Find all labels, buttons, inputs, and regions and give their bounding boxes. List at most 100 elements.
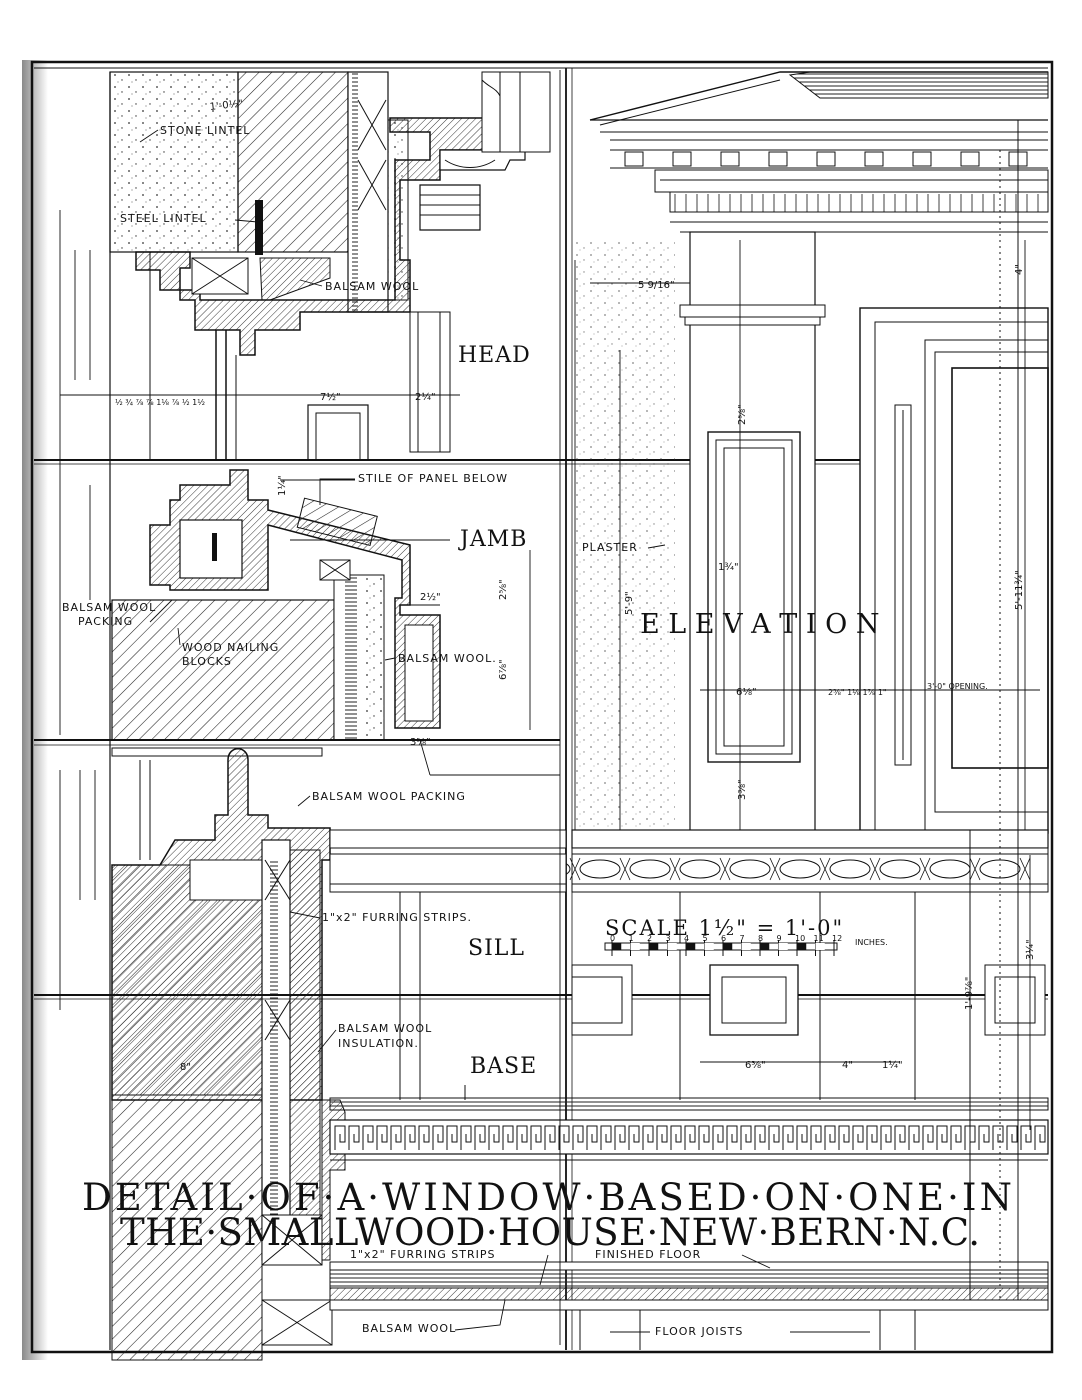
label-balsam-wool-packing-sill: BALSAM WOOL PACKING — [312, 790, 466, 803]
dim-elev-a: 5 9/16" — [638, 280, 675, 291]
annotations: 1'-0½" STONE LINTEL STEEL LINTEL BALSAM … — [62, 98, 1036, 1338]
label-balsam-wool-packing-2: PACKING — [78, 615, 133, 628]
greek-key — [796, 1125, 808, 1150]
greek-key — [586, 1125, 598, 1150]
label-opening: 3'-0" OPENING. — [927, 682, 988, 691]
oval-ornament — [679, 859, 721, 879]
greek-key — [628, 1125, 640, 1150]
scale-tick-label: 11 — [814, 934, 824, 943]
dim-base-b: 4" — [842, 1060, 853, 1071]
oval-ornament — [579, 859, 621, 879]
greek-key — [1020, 1125, 1032, 1150]
greek-key — [530, 1125, 542, 1150]
dim-jamb-c: 6⅞" — [498, 659, 509, 680]
greek-key — [712, 1125, 724, 1150]
greek-key — [558, 1125, 570, 1150]
dim-elev-d: 1¾" — [718, 562, 739, 573]
scale-tick-label: 0 — [610, 934, 615, 943]
dim-head-top: 1'-0½" — [209, 98, 243, 113]
greek-key — [852, 1125, 864, 1150]
scale-tick-label: 10 — [795, 934, 805, 943]
scale-label: SCALE 1½" = 1'-0" — [605, 916, 844, 940]
masonry-jamb — [111, 599, 335, 741]
label-furring-strips-floor: 1"x2" FURRING STRIPS — [350, 1248, 496, 1261]
label-wood-nailing-2: BLOCKS — [182, 655, 232, 668]
dim-base-f: 1'-9⅞" — [964, 977, 975, 1010]
elevation — [329, 71, 1049, 1350]
section-elevation: E L E V A T I O N — [640, 609, 879, 640]
greek-key — [418, 1125, 430, 1150]
greek-key — [670, 1125, 682, 1150]
oval-ornament — [779, 859, 821, 879]
greek-key — [922, 1125, 934, 1150]
greek-key — [782, 1125, 794, 1150]
scale-tick-label: 3 — [666, 934, 671, 943]
dentil — [912, 151, 932, 167]
label-balsam-wool-jamb: BALSAM WOOL. — [398, 652, 497, 665]
scale-tick-label: 6 — [721, 934, 726, 943]
dentil — [672, 151, 692, 167]
greek-key — [348, 1125, 360, 1150]
oval-ornament — [729, 859, 771, 879]
greek-key — [404, 1125, 416, 1150]
greek-key — [572, 1125, 584, 1150]
label-finished-floor: FINISHED FLOOR — [595, 1248, 701, 1261]
scale-tick-label: 7 — [740, 934, 745, 943]
section-jamb: JAMB — [458, 527, 527, 552]
greek-key — [950, 1125, 962, 1150]
binding-shadow — [22, 60, 48, 1360]
oval-ornament — [829, 859, 871, 879]
greek-key — [502, 1125, 514, 1150]
title-line-2: THE·SMALLWOOD·HOUSE·NEW·BERN·N.C. — [120, 1211, 980, 1254]
section-column — [109, 71, 551, 1361]
dim-head-width: 7½" — [320, 391, 341, 403]
greek-key — [432, 1125, 444, 1150]
label-wood-nailing-1: WOOD NAILING — [182, 641, 279, 654]
label-stone-lintel: STONE LINTEL — [160, 124, 250, 137]
label-balsam-wool-head: BALSAM WOOL — [325, 280, 419, 293]
dentil — [816, 151, 836, 167]
dim-elev-i: 5'-9" — [624, 591, 635, 615]
greek-key — [768, 1125, 780, 1150]
label-balsam-wool-floor: BALSAM WOOL — [362, 1322, 456, 1335]
greek-key — [936, 1125, 948, 1150]
greek-key — [992, 1125, 1004, 1150]
greek-key — [642, 1125, 654, 1150]
scale-tick-label: 9 — [777, 934, 782, 943]
greek-key — [684, 1125, 696, 1150]
dim-head-row: ½ ¾ ⅞ ⅞ 1⅛ ⅞ ½ 1½ — [115, 398, 205, 407]
greek-key — [460, 1125, 472, 1150]
dim-elev-g: 3⅜" — [737, 779, 748, 800]
greek-key — [838, 1125, 850, 1150]
scale-unit: INCHES. — [855, 938, 888, 947]
dim-base-a: 6⅜" — [745, 1060, 766, 1071]
label-stile-of-panel-below: STILE OF PANEL BELOW — [358, 472, 508, 485]
greek-key — [544, 1125, 556, 1150]
section-sill: SILL — [468, 936, 525, 961]
greek-key — [866, 1125, 878, 1150]
greek-key — [474, 1125, 486, 1150]
dentil — [864, 151, 884, 167]
dim-elev-f: 2⅝" 1⅛ 1⅞ 1" — [828, 688, 887, 697]
greek-key — [362, 1125, 374, 1150]
greek-key — [754, 1125, 766, 1150]
greek-key — [1006, 1125, 1018, 1150]
greek-key — [726, 1125, 738, 1150]
dimension-lines — [59, 70, 1040, 1345]
greek-key — [390, 1125, 402, 1150]
dim-elev-h: 5'-11¾" — [1014, 570, 1025, 610]
label-floor-joists: FLOOR JOISTS — [655, 1325, 743, 1338]
dim-jamb-a: 2½" — [420, 591, 441, 603]
masonry-head — [237, 71, 349, 253]
scale-tick-label: 2 — [647, 934, 652, 943]
greek-key — [880, 1125, 892, 1150]
label-furring-strips-sill: 1"x2" FURRING STRIPS. — [322, 911, 472, 924]
greek-key — [908, 1125, 920, 1150]
dentil — [960, 151, 980, 167]
title-line-1: DETAIL·OF·A·WINDOW·BASED·ON·ONE·IN — [82, 1176, 1012, 1219]
dim-elev-e: 6⅛" — [736, 687, 757, 698]
dim-elev-c: 2⅝" — [737, 404, 748, 425]
dentil — [768, 151, 788, 167]
